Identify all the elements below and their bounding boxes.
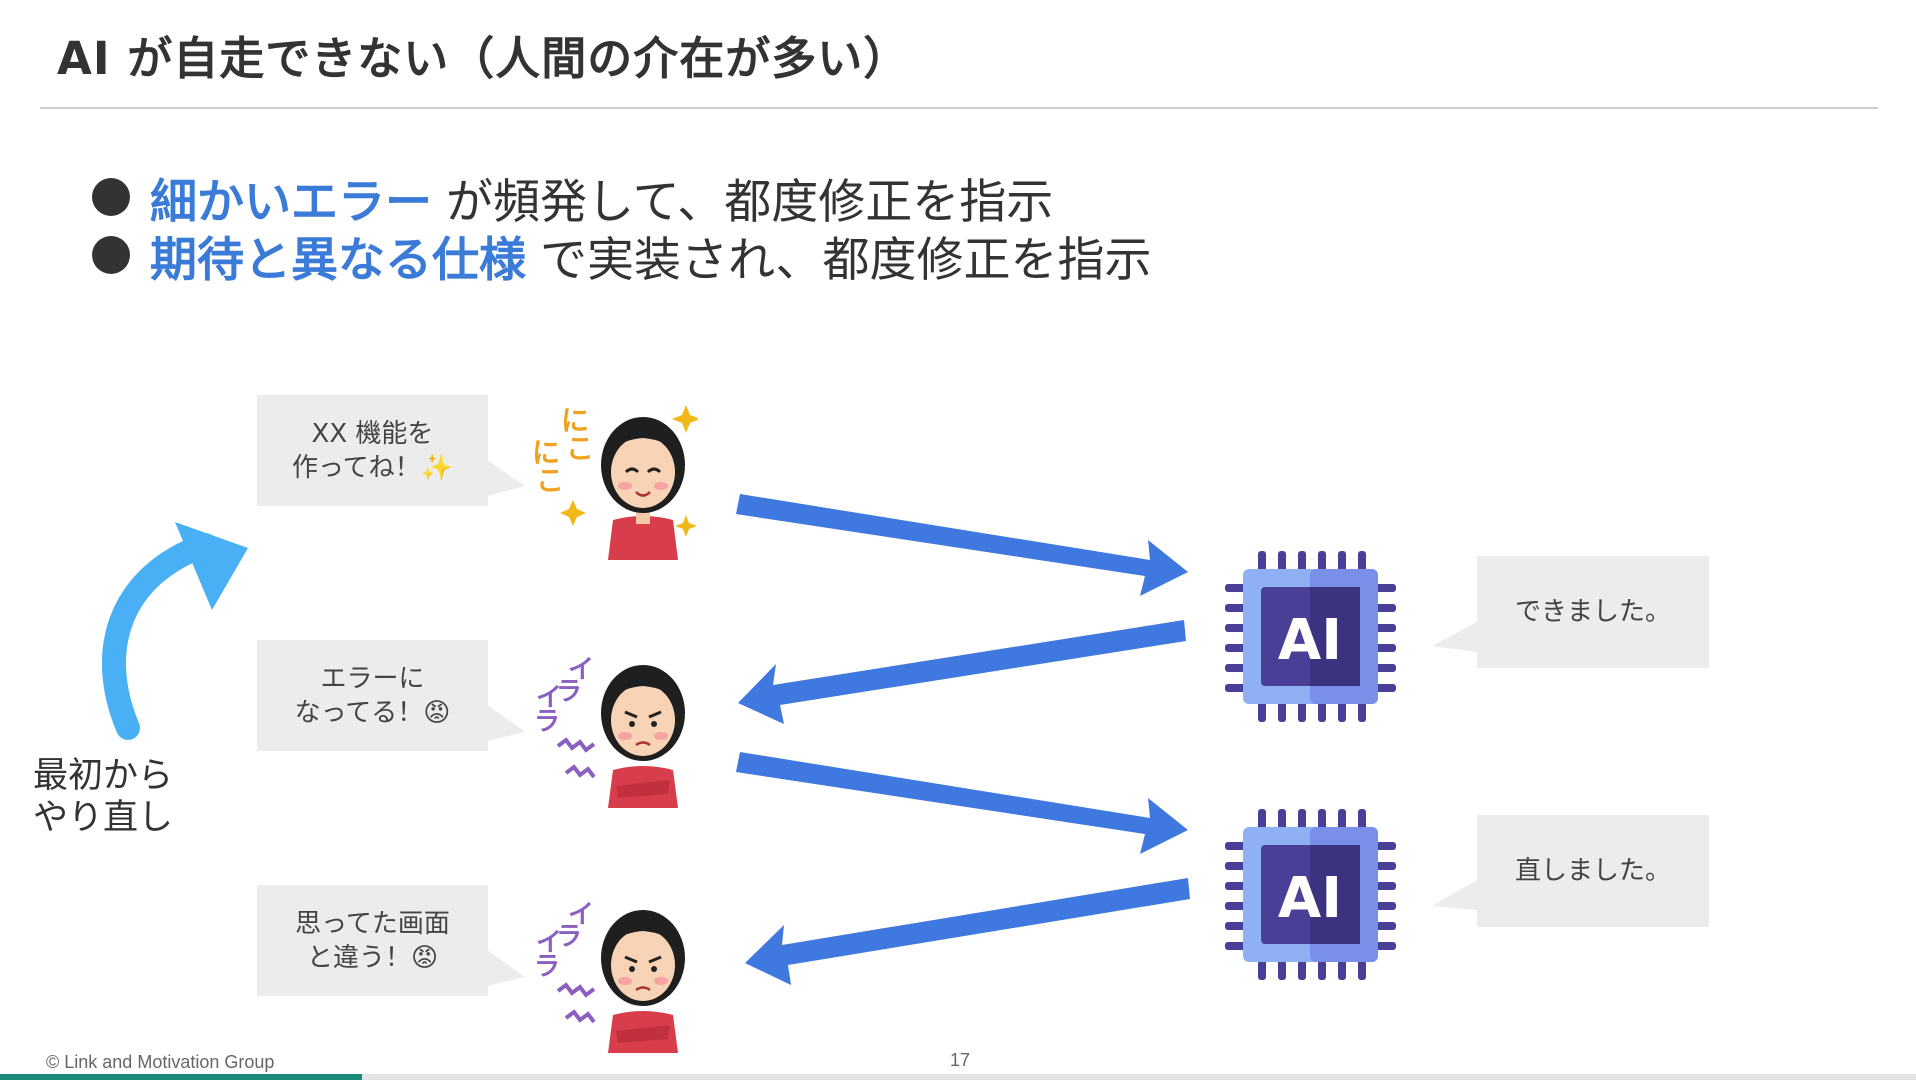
angry-woman-icon: イ ラ イ ラ bbox=[534, 655, 685, 808]
bullet-text: で実装され、都度修正を指示 bbox=[540, 232, 1152, 288]
ai-chip-icon: AI bbox=[1225, 809, 1396, 980]
footer-bar bbox=[0, 1074, 1916, 1080]
bubble-line: エラーに bbox=[320, 663, 425, 694]
bubble-line: 直しました。 bbox=[1514, 856, 1671, 886]
bubble-tail bbox=[487, 705, 525, 741]
footer-copyright: © Link and Motivation Group bbox=[46, 1052, 275, 1072]
mood-char: ラ bbox=[556, 677, 582, 707]
flow-arrow bbox=[738, 620, 1186, 724]
flow-arrow bbox=[736, 752, 1188, 854]
footer-progress-accent bbox=[0, 1074, 362, 1080]
mood-char: に bbox=[532, 436, 560, 469]
page-number: 17 bbox=[950, 1050, 971, 1070]
bubble-tail bbox=[1432, 622, 1477, 652]
happy-woman-icon: に こ に こ bbox=[532, 404, 698, 560]
mood-char: こ bbox=[536, 464, 564, 497]
mood-char: イ bbox=[568, 655, 594, 685]
restart-label-line: 最初から bbox=[33, 756, 174, 796]
bubble-line: 思ってた画面 bbox=[295, 908, 450, 939]
ai-fixed-bubble: 直しました。 bbox=[1477, 815, 1709, 927]
bubble-line: できました。 bbox=[1514, 597, 1671, 627]
restart-arrow-icon bbox=[102, 522, 248, 740]
bullet-highlight: 期待と異なる仕様 bbox=[150, 232, 526, 288]
restart-label: 最初から やり直し bbox=[33, 755, 173, 839]
bubble-tail bbox=[487, 950, 525, 986]
human-request-bubble: XX 機能を 作ってね！✨ bbox=[257, 395, 488, 506]
bubble-tail bbox=[487, 460, 525, 496]
mood-char: ラ bbox=[534, 707, 560, 737]
bullet-dot-icon bbox=[92, 236, 130, 274]
bullet-highlight: 細かいエラー bbox=[150, 174, 432, 230]
flow-arrow bbox=[736, 494, 1188, 596]
ai-chip-icon: AI bbox=[1225, 551, 1396, 722]
bubble-line: なってる！😡 bbox=[294, 697, 451, 728]
mood-char: イ bbox=[536, 683, 562, 713]
bullet-text: が頻発して、都度修正を指示 bbox=[446, 174, 1054, 230]
human-mismatch-bubble: 思ってた画面 と違う！😡 bbox=[257, 885, 488, 996]
bullet-item: 細かいエラー が頻発して、都度修正を指示 bbox=[92, 168, 1151, 230]
bubble-line: と違う！😡 bbox=[306, 942, 439, 973]
ai-done-bubble: できました。 bbox=[1477, 556, 1709, 668]
bullet-item: 期待と異なる仕様 で実装され、都度修正を指示 bbox=[92, 226, 1151, 288]
mood-char: ラ bbox=[534, 952, 560, 982]
bubble-line: 作ってね！✨ bbox=[291, 452, 454, 483]
mood-char: ラ bbox=[556, 922, 582, 952]
slide-title: AI が自走できない（人間の介在が多い） bbox=[57, 32, 910, 85]
chip-label: AI bbox=[1278, 608, 1342, 673]
human-error-bubble: エラーに なってる！😡 bbox=[257, 640, 488, 751]
mood-char: に bbox=[561, 404, 589, 437]
restart-label-line: やり直し bbox=[33, 798, 174, 838]
mood-char: イ bbox=[536, 928, 562, 958]
title-divider bbox=[40, 107, 1878, 109]
angry-woman-icon: イ ラ イ ラ bbox=[534, 900, 685, 1053]
mood-char: こ bbox=[566, 432, 594, 465]
bullet-list: 細かいエラー が頻発して、都度修正を指示 期待と異なる仕様 で実装され、都度修正… bbox=[92, 168, 1151, 288]
chip-label: AI bbox=[1278, 866, 1342, 931]
bubble-line: XX 機能を bbox=[311, 418, 434, 449]
mood-char: イ bbox=[568, 900, 594, 930]
bullet-dot-icon bbox=[92, 178, 130, 216]
flow-arrow bbox=[745, 878, 1190, 985]
bubble-tail bbox=[1432, 880, 1477, 910]
